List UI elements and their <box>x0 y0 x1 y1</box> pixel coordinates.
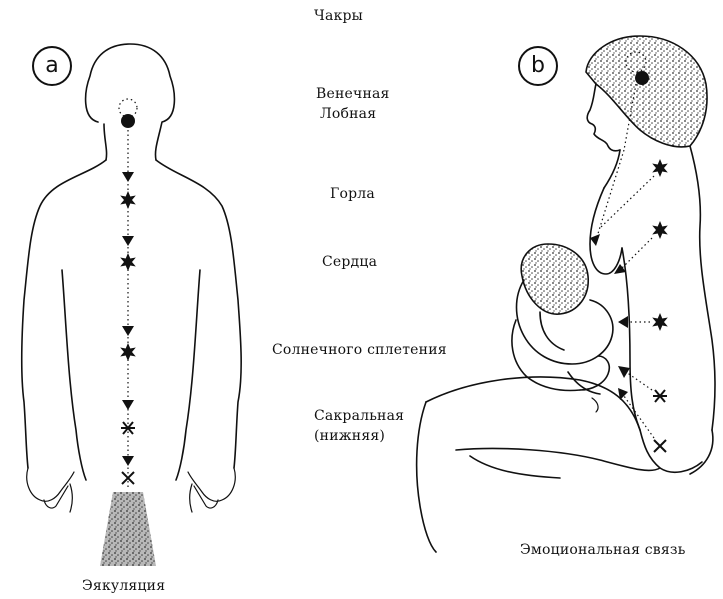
left-hand <box>27 468 74 508</box>
female-solar-plexus-star <box>652 313 668 331</box>
female-hair <box>586 36 707 147</box>
male-torso-left <box>22 160 106 468</box>
female-heart-star <box>652 221 668 239</box>
male-head-outline <box>86 44 175 160</box>
panel-a-caption: Эякуляция <box>82 578 165 594</box>
female-root-cross <box>654 440 666 452</box>
chakra-label-heart: Сердца <box>322 254 377 270</box>
solar-plexus-chakra-star <box>120 343 136 361</box>
panel-b-caption: Эмоциональная связь <box>520 542 686 558</box>
panel-b-letter: b <box>518 46 558 86</box>
baby-head <box>521 244 588 314</box>
heart-chakra-star <box>120 253 136 271</box>
spine-chakra-chain <box>119 99 137 490</box>
panel-a-letter: a <box>32 46 72 86</box>
right-hand <box>188 468 235 508</box>
baby-figure <box>512 244 613 412</box>
chakra-label-sacral-sub: (нижняя) <box>314 428 385 444</box>
female-throat-star <box>652 159 668 177</box>
chakra-label-throat: Горла <box>330 186 375 202</box>
brow-chakra-dot <box>121 114 135 128</box>
chakra-label-brow: Лобная <box>320 106 376 122</box>
female-sacral-asterisk <box>653 390 667 402</box>
panel-b-letter-text: b <box>531 55 545 77</box>
male-figure <box>22 44 241 512</box>
throat-chakra-star <box>120 191 136 209</box>
female-brow-dot <box>635 71 649 85</box>
chakra-label-crown: Венечная <box>316 86 390 102</box>
diagram-title: Чакры <box>314 8 363 24</box>
chakra-label-solar-plexus: Солнечного сплетения <box>272 342 447 358</box>
chakra-label-sacral: Сакральная <box>314 408 404 424</box>
panel-a-letter-text: a <box>45 55 58 77</box>
male-torso-right <box>156 160 241 468</box>
